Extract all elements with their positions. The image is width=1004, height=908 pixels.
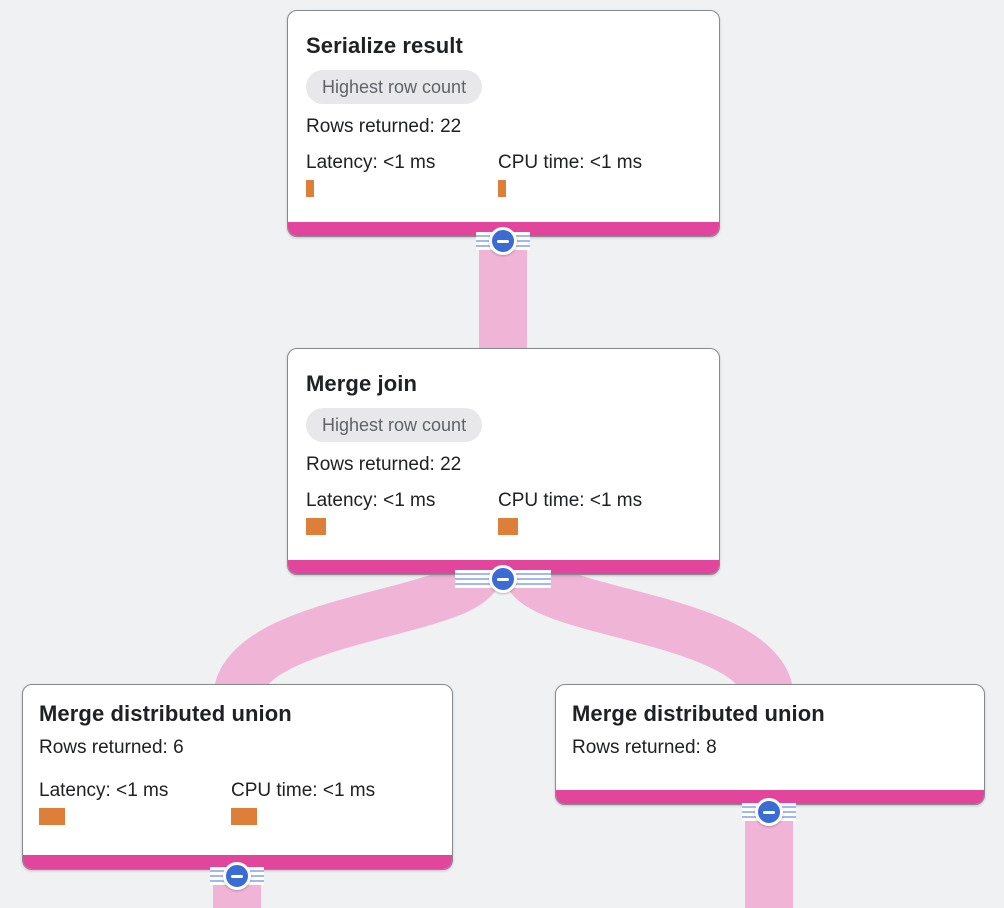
plan-node-merge-distributed-union-right[interactable]: Merge distributed union Rows returned: 8: [555, 684, 985, 805]
collapse-button-merge-join[interactable]: [455, 565, 551, 593]
metrics-row: Latency: <1 ms CPU time: <1 ms: [306, 151, 701, 197]
node-title: Merge join: [306, 371, 418, 396]
minus-icon: [755, 798, 783, 826]
cpu-time-label: CPU time: <1 ms: [498, 490, 643, 511]
edge-mergejoin-to-left-union: [213, 559, 503, 704]
rows-returned-text: Rows returned: 6: [39, 737, 184, 758]
cpu-time-bar: [498, 518, 518, 535]
highest-row-count-badge: Highest row count: [306, 70, 483, 104]
cpu-time-bar: [231, 808, 257, 825]
collapse-button-right-union[interactable]: [742, 798, 796, 826]
latency-bar: [39, 808, 65, 825]
latency-label: Latency: <1 ms: [39, 780, 169, 801]
edge-mergejoin-to-right-union: [502, 558, 794, 704]
minus-icon: [489, 565, 517, 593]
collapse-button-left-union[interactable]: [210, 862, 264, 890]
plan-node-serialize-result[interactable]: Serialize result Highest row count Rows …: [287, 10, 720, 237]
rows-returned-text: Rows returned: 22: [306, 454, 462, 475]
cpu-time-bar: [498, 180, 506, 197]
node-title: Merge distributed union: [572, 701, 825, 726]
cpu-time-label: CPU time: <1 ms: [231, 780, 376, 801]
plan-node-merge-join[interactable]: Merge join Highest row count Rows return…: [287, 348, 720, 575]
node-accent-bar: [556, 790, 984, 804]
collapse-button-serialize-result[interactable]: [476, 227, 530, 255]
highest-row-count-badge: Highest row count: [306, 408, 483, 442]
metrics-row: Latency: <1 ms CPU time: <1 ms: [306, 489, 701, 535]
latency-label: Latency: <1 ms: [306, 152, 436, 173]
metrics-row: Latency: <1 ms CPU time: <1 ms: [39, 779, 436, 825]
latency-bar: [306, 180, 314, 197]
latency-bar: [306, 518, 326, 535]
node-title: Serialize result: [306, 33, 463, 58]
latency-label: Latency: <1 ms: [306, 490, 436, 511]
rows-returned-text: Rows returned: 22: [306, 116, 462, 137]
minus-icon: [489, 227, 517, 255]
node-title: Merge distributed union: [39, 701, 292, 726]
cpu-time-label: CPU time: <1 ms: [498, 152, 643, 173]
minus-icon: [223, 862, 251, 890]
plan-node-merge-distributed-union-left[interactable]: Merge distributed union Rows returned: 6…: [22, 684, 453, 870]
rows-returned-text: Rows returned: 8: [572, 737, 717, 758]
